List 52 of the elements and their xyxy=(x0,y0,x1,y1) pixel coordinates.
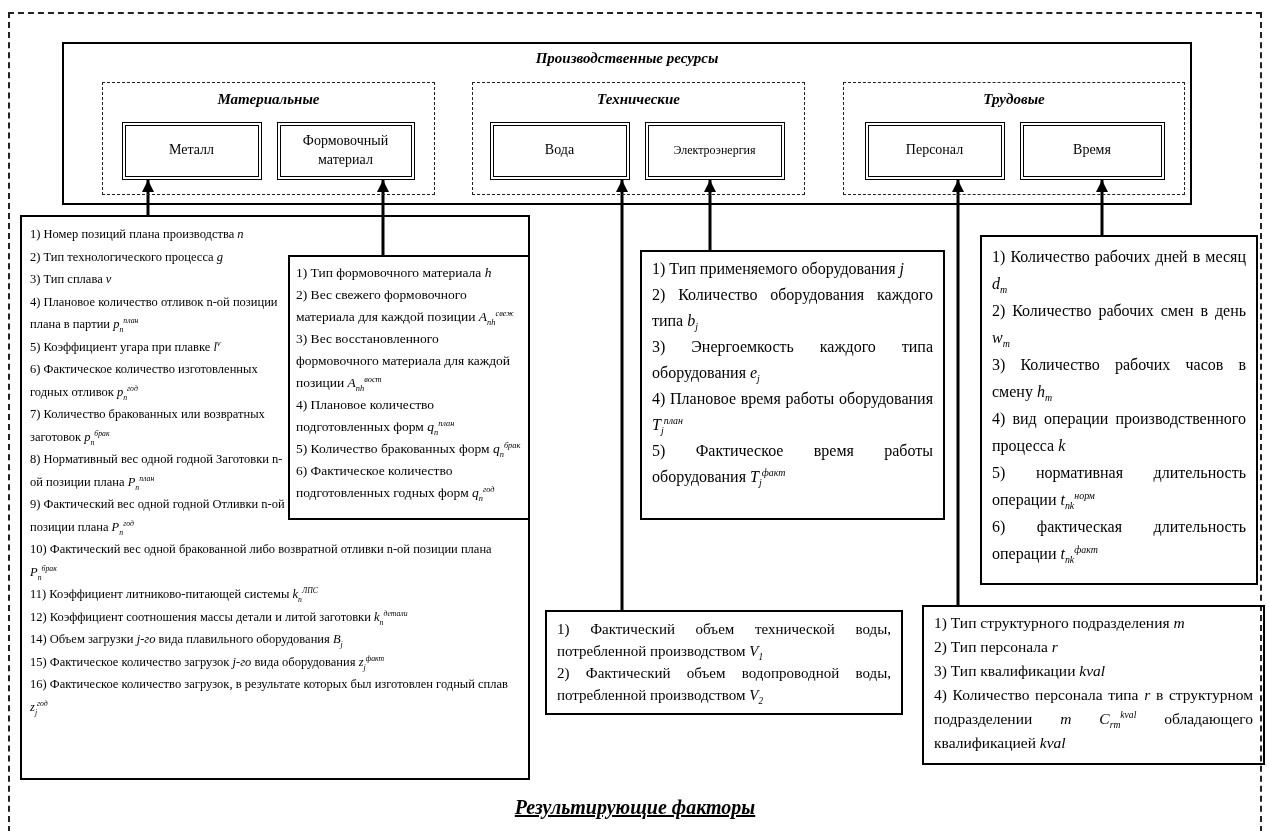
list-item: 2) Количество рабочих смен в день w$_{m}$ xyxy=(992,301,1246,351)
resource-label: Вода xyxy=(544,141,575,160)
resource-label: Время xyxy=(1073,141,1111,160)
factor-list-box xyxy=(20,215,530,780)
footer-title: Результирующие факторы xyxy=(513,796,757,819)
resource-label: Персонал xyxy=(905,141,964,160)
list-item: 2) Тип персонала r xyxy=(934,637,1059,657)
list-item: 1) Тип структурного подразделения m xyxy=(934,613,1186,633)
arrow xyxy=(704,180,716,250)
list-item: 1) Количество рабочих дней в месяц d$_{m}$ xyxy=(992,247,1246,297)
list-item: 3) Тип сплава v xyxy=(30,271,113,288)
resource-box xyxy=(489,121,630,180)
list-item: 3) Энергоемкость каждого типа оборудования e$_{j}$ xyxy=(652,337,933,386)
list-item: 3) Тип квалификации kval xyxy=(934,661,1107,681)
group-title: Производственные ресурсы xyxy=(534,50,720,67)
list-item: 1) Фактический объем технической воды, потребленной производством V$_{1}$ xyxy=(557,620,891,662)
list-item: 14) Объем загрузки j-го вида плавильного оборудования B$_{j}$ xyxy=(30,631,344,651)
list-item: 3) Количество рабочих часов в смену h$_{m}$ xyxy=(992,355,1246,405)
resource-label: Формовочный материал xyxy=(301,131,390,169)
group-title: Материальные xyxy=(216,91,321,108)
category-group xyxy=(472,82,805,195)
list-item: 2) Фактический объем водопроводной воды, потребленной производством V$_{2}$ xyxy=(557,664,891,706)
factor-list-box xyxy=(980,235,1258,585)
resources-panel xyxy=(62,42,1192,205)
factor-list-box xyxy=(922,605,1265,765)
resource-box xyxy=(276,121,415,180)
arrow xyxy=(616,180,628,610)
group-title: Технические xyxy=(596,91,681,108)
category-group xyxy=(843,82,1185,195)
resource-box xyxy=(864,121,1005,180)
category-group xyxy=(102,82,435,195)
resource-label: Электроэнергия xyxy=(673,142,756,159)
resource-label: Металл xyxy=(168,141,215,160)
list-item: 2) Количество оборудования каждого типа b$_{j}$ xyxy=(652,285,933,334)
list-item: 2) Тип технологического процесса g xyxy=(30,248,225,266)
arrow xyxy=(142,180,154,215)
list-item: 5) Коэффициент угара при плавке l$^{v}$ xyxy=(30,337,222,356)
arrow xyxy=(1096,180,1108,235)
arrow xyxy=(952,180,964,605)
resource-box xyxy=(644,121,785,180)
factor-list-box xyxy=(545,610,903,715)
list-item: 1) Тип применяемого оборудования j xyxy=(652,259,905,280)
resource-box xyxy=(121,121,262,180)
factor-list-box xyxy=(288,255,530,520)
dashed-frame xyxy=(8,12,1262,831)
list-item: 1) Номер позиций плана производства n xyxy=(30,226,245,243)
arrow xyxy=(377,180,389,255)
list-item: 1) Тип формовочного материала h xyxy=(296,264,493,282)
group-title: Трудовые xyxy=(982,91,1046,108)
resource-box xyxy=(1019,121,1165,180)
list-item: 4) вид операции производственного процесса k xyxy=(992,409,1246,457)
factor-list-box xyxy=(640,250,945,520)
